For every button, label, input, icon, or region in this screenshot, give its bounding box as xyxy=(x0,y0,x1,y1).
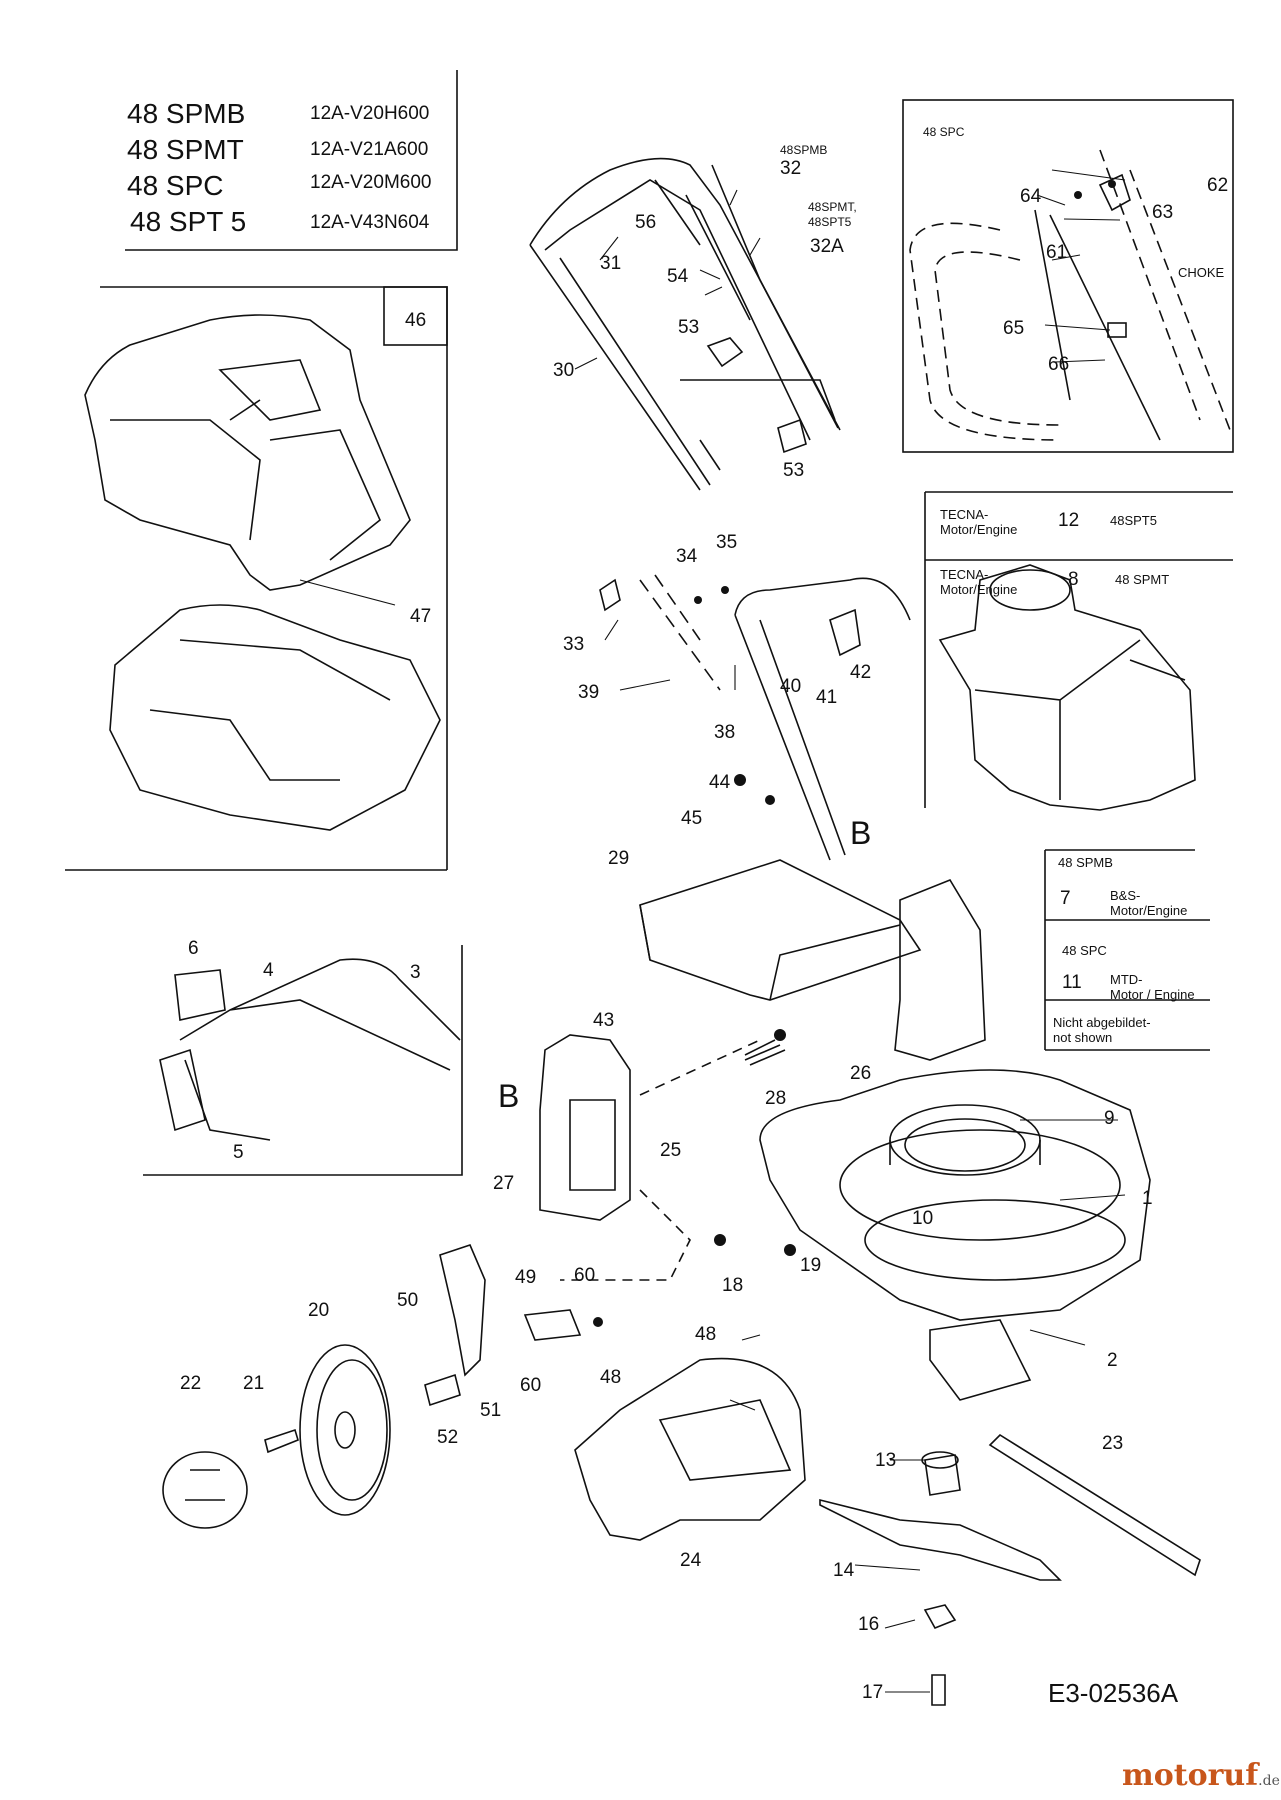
part-number: 48 xyxy=(600,1367,622,1388)
part-number: 26 xyxy=(850,1063,872,1084)
engine-table-desc: B&S- Motor/Engine xyxy=(1110,888,1188,918)
engine-table-desc: MTD- Motor / Engine xyxy=(1110,972,1195,1002)
choke-box-title: 48 SPC xyxy=(923,125,965,139)
deflector-box xyxy=(143,945,463,1176)
engine-brand: TECNA- Motor/Engine xyxy=(940,567,1018,597)
engine-part-number: 8 xyxy=(1068,569,1079,590)
part-number: 33 xyxy=(563,634,585,655)
part-number: 2 xyxy=(1107,1350,1118,1371)
part-number: 14 xyxy=(833,1560,855,1581)
part-number: 60 xyxy=(520,1375,542,1396)
part-number: 13 xyxy=(875,1450,897,1471)
part-number: 30 xyxy=(553,360,575,381)
part-number: 23 xyxy=(1102,1433,1124,1454)
part-number: 63 xyxy=(1152,202,1174,223)
part-number: 51 xyxy=(480,1400,502,1421)
part-number: 29 xyxy=(608,848,630,869)
engine-model: 48SPT5 xyxy=(1110,513,1157,528)
part-number: 64 xyxy=(1020,186,1042,207)
part-number: 21 xyxy=(243,1373,265,1394)
part-number: 41 xyxy=(816,687,838,708)
part-number: 3 xyxy=(410,962,421,983)
bag-box-border xyxy=(100,286,448,870)
part-number: 32 xyxy=(780,158,802,179)
part-number: 53 xyxy=(783,460,805,481)
model-code: 12A-V43N604 xyxy=(310,212,430,233)
part-number: 35 xyxy=(716,532,738,553)
part-number: 5 xyxy=(233,1142,244,1163)
watermark-tld: .de xyxy=(1258,1773,1280,1789)
part-number: 42 xyxy=(850,662,872,683)
engine-table-lines xyxy=(1044,849,1210,1051)
part-number: 52 xyxy=(437,1427,459,1448)
bag-box-number: 46 xyxy=(405,310,427,331)
part-number: 4 xyxy=(263,960,274,981)
part-number: 19 xyxy=(800,1255,822,1276)
model-name: 48 SPMB xyxy=(127,98,246,129)
part-number: 38 xyxy=(714,722,736,743)
watermark-logo: motoruf.de xyxy=(1122,1758,1280,1793)
part-number: 18 xyxy=(722,1275,744,1296)
part-number: 20 xyxy=(308,1300,330,1321)
choke-box xyxy=(902,99,1234,453)
part-number: 9 xyxy=(1104,1108,1115,1129)
drawing-code: E3-02536A xyxy=(1048,1678,1179,1708)
part-number: 39 xyxy=(578,682,600,703)
model-name: 48 SPMT xyxy=(127,134,244,165)
model-code: 12A-V20M600 xyxy=(310,172,432,193)
part-number: 40 xyxy=(780,676,802,697)
part-number: 1 xyxy=(1142,1188,1153,1209)
model-name: 48 SPT 5 xyxy=(130,206,247,237)
ref-b-upper: B xyxy=(850,815,872,851)
engine-brand: TECNA- Motor/Engine xyxy=(940,507,1018,537)
part-number: 34 xyxy=(676,546,698,567)
model-name: 48 SPC xyxy=(127,170,224,201)
model-code: 12A-V21A600 xyxy=(310,139,429,160)
bag-box-label-frame xyxy=(383,286,448,346)
part-number: 45 xyxy=(681,808,703,829)
watermark-brand: motoruf xyxy=(1122,1758,1259,1793)
part-number: 27 xyxy=(493,1173,515,1194)
part-number: 16 xyxy=(858,1614,880,1635)
part-number: 31 xyxy=(600,253,622,274)
part-number: 47 xyxy=(410,606,432,627)
engine-table-model: 48 SPC xyxy=(1062,943,1107,958)
part-number: 48 xyxy=(695,1324,717,1345)
part-number: 54 xyxy=(667,266,689,287)
part-number: 10 xyxy=(912,1208,934,1229)
part-number: 53 xyxy=(678,317,700,338)
engine-table-model: 48 SPMB xyxy=(1058,855,1113,870)
model-code: 12A-V20H600 xyxy=(310,103,430,124)
part-number: 50 xyxy=(397,1290,419,1311)
part-number: 66 xyxy=(1048,354,1070,375)
engine-table-footer: Nicht abgebildet- not shown xyxy=(1053,1015,1151,1045)
engine-table-part: 11 xyxy=(1062,972,1082,993)
part-number: 43 xyxy=(593,1010,615,1031)
part-number: 6 xyxy=(188,938,199,959)
part-number: 32A xyxy=(810,236,844,257)
engine-model: 48 SPMT xyxy=(1115,572,1170,587)
part-number: 24 xyxy=(680,1550,702,1571)
part-number: 60 xyxy=(574,1265,596,1286)
engine-part-number: 12 xyxy=(1058,510,1080,531)
engine-table-part: 7 xyxy=(1060,888,1071,909)
model-table-border xyxy=(125,70,458,251)
part-number: 62 xyxy=(1207,175,1229,196)
part-number: 49 xyxy=(515,1267,537,1288)
part-number: 22 xyxy=(180,1373,202,1394)
part-number: 44 xyxy=(709,772,731,793)
part-number: 28 xyxy=(765,1088,787,1109)
part-number: 56 xyxy=(635,212,657,233)
part-number: 61 xyxy=(1046,242,1068,263)
part-number: 25 xyxy=(660,1140,682,1161)
engine-box xyxy=(924,491,1233,808)
part-number: 17 xyxy=(862,1682,884,1703)
cable-alt-variant-label: 48SPMT, 48SPT5 xyxy=(808,200,857,229)
choke-label: CHOKE xyxy=(1178,265,1225,280)
ref-b-lower: B xyxy=(498,1078,520,1114)
part-number: 65 xyxy=(1003,318,1025,339)
cable-variant-label: 48SPMB xyxy=(780,143,828,157)
